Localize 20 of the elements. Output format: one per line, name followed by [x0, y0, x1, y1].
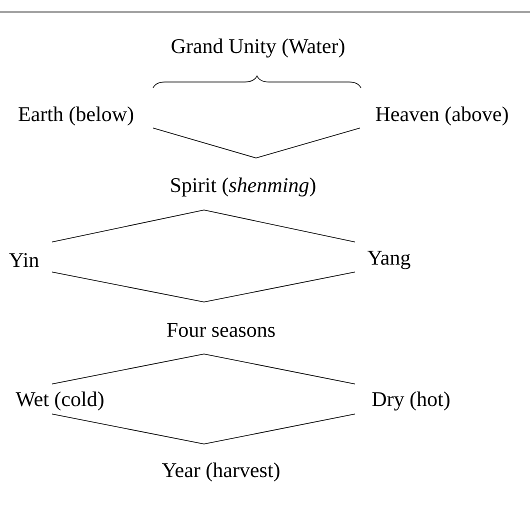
- connector-line: [52, 354, 204, 384]
- connector-line: [204, 414, 356, 444]
- node-label: Yin: [9, 253, 39, 267]
- connector-line: [204, 272, 356, 302]
- connector-line: [256, 128, 360, 158]
- connector-line: [204, 354, 356, 384]
- node-label: Spirit (shenming): [171, 177, 316, 197]
- node-label: Earth (below): [18, 106, 134, 126]
- connector-line: [52, 210, 204, 242]
- node-label: Dry (hot): [372, 391, 450, 411]
- connector-line: [52, 414, 204, 444]
- connector-line: [152, 128, 256, 158]
- node-label: Yang: [368, 250, 410, 270]
- node-label: Heaven (above): [376, 106, 508, 126]
- node-label: Grand Unity (Water): [172, 38, 344, 58]
- connector-line: [52, 272, 204, 302]
- node-label: Four seasons: [167, 323, 275, 337]
- node-label: Wet (cold): [16, 391, 104, 411]
- node-label: Year (harvest): [162, 462, 280, 482]
- connector-line: [204, 210, 356, 242]
